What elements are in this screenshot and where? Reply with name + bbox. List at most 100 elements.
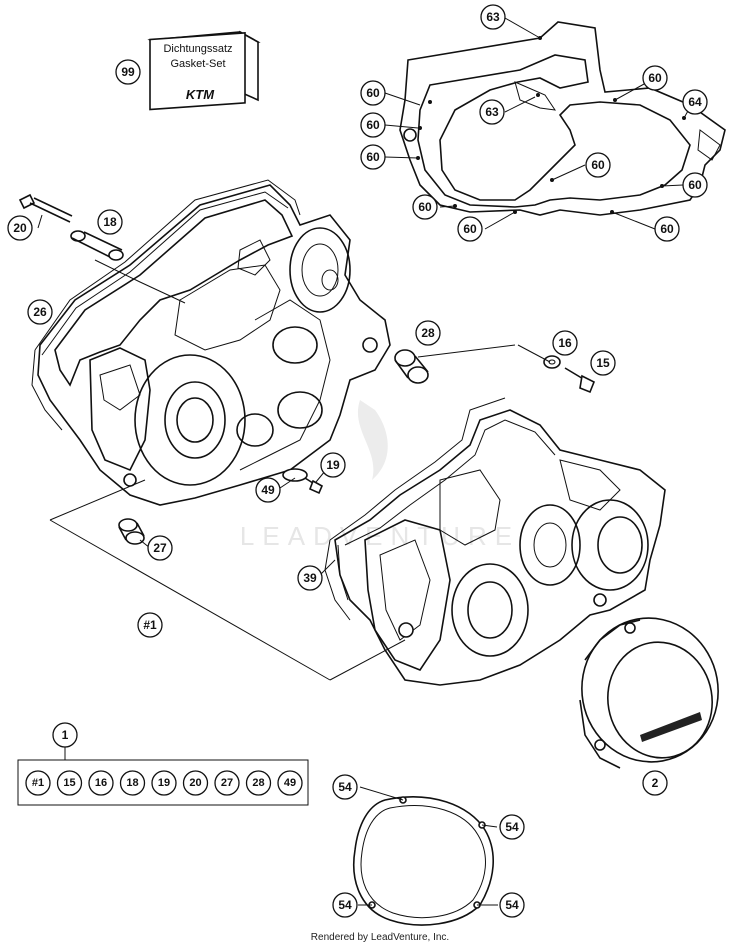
- gasket-set-box[interactable]: Dichtungssatz Gasket-Set KTM: [147, 30, 261, 111]
- callout-c26[interactable]: 26: [27, 299, 53, 325]
- bolt-15[interactable]: [564, 367, 596, 394]
- callout-text-c15: 15: [596, 356, 610, 370]
- callout-text-c2: 2: [652, 776, 659, 790]
- callout-text-c54d: 54: [505, 898, 519, 912]
- callout-c60c[interactable]: 60: [360, 144, 386, 170]
- leader-18: [94, 259, 186, 304]
- callout-text-c18: 18: [103, 215, 117, 229]
- kit-item[interactable]: 20: [182, 770, 209, 796]
- callout-c54d[interactable]: 54: [499, 892, 525, 918]
- kit-item[interactable]: 15: [56, 770, 83, 796]
- callout-c63b[interactable]: 63: [479, 99, 505, 125]
- callout-text-c26: 26: [33, 305, 47, 319]
- callout-text-c19: 19: [326, 458, 340, 472]
- callout-text-c39: 39: [303, 571, 317, 585]
- callout-text-c60h: 60: [463, 222, 477, 236]
- kit-item[interactable]: 19: [151, 770, 177, 796]
- crankcase-assembly-bracket: [49, 344, 516, 681]
- callout-text-c60i: 60: [660, 222, 674, 236]
- leader-15-16: [517, 344, 551, 363]
- ignition-cover-gasket[interactable]: [353, 796, 494, 926]
- ignition-cover[interactable]: [571, 607, 730, 772]
- callout-c60f[interactable]: 60: [682, 172, 708, 198]
- seal-49[interactable]: [282, 468, 308, 482]
- callout-c54a[interactable]: 54: [332, 774, 358, 800]
- callout-c60d[interactable]: 60: [642, 65, 668, 91]
- kit-item[interactable]: #1: [25, 770, 51, 796]
- right-crankcase-half[interactable]: [334, 409, 666, 686]
- kit-item-text: 16: [95, 777, 107, 789]
- callout-leaders: [37, 17, 694, 906]
- callout-text-c27: 27: [153, 541, 167, 555]
- callout-text-c28: 28: [421, 326, 435, 340]
- callout-text-c63a: 63: [486, 10, 500, 24]
- kit-item-text: 15: [63, 777, 75, 789]
- kit-contents-list: #1 15 16 18 19 20 27 28 49: [25, 770, 303, 796]
- bolt-20[interactable]: [18, 193, 73, 223]
- callout-text-c60f: 60: [688, 178, 702, 192]
- callout-c18[interactable]: 18: [97, 209, 123, 235]
- kit-item[interactable]: 49: [277, 770, 303, 796]
- callout-c54c[interactable]: 54: [332, 892, 358, 918]
- callout-c63a[interactable]: 63: [480, 4, 506, 30]
- callout-text-c54c: 54: [338, 898, 352, 912]
- dowel-sleeve-18[interactable]: [70, 230, 124, 261]
- kit-item-text: 19: [158, 777, 170, 789]
- bolt-19[interactable]: [304, 477, 324, 495]
- clutch-cover-gasket[interactable]: [399, 21, 726, 216]
- washer-16[interactable]: [543, 355, 561, 369]
- callout-c1[interactable]: 1: [52, 722, 78, 748]
- kit-item-text: 20: [189, 777, 201, 789]
- kit-item-text: 49: [284, 777, 296, 789]
- callout-text-c60d: 60: [648, 71, 662, 85]
- callout-text-c49: 49: [261, 483, 275, 497]
- callout-text-c54b: 54: [505, 820, 519, 834]
- callout-c2[interactable]: 2: [642, 770, 668, 796]
- callout-c1hash[interactable]: #1: [137, 612, 163, 638]
- kit-item[interactable]: 16: [88, 770, 114, 796]
- callout-text-c64: 64: [688, 95, 702, 109]
- kit-item-text: 27: [221, 777, 233, 789]
- callout-c60a[interactable]: 60: [360, 80, 386, 106]
- watermark-text: LEADVENTURE: [240, 521, 520, 551]
- callout-c27[interactable]: 27: [147, 535, 173, 561]
- callout-c39[interactable]: 39: [297, 565, 323, 591]
- kit-item[interactable]: 28: [245, 770, 272, 796]
- right-case-gasket[interactable]: [324, 397, 506, 621]
- callout-text-c60c: 60: [366, 150, 380, 164]
- callout-c19[interactable]: 19: [320, 452, 346, 478]
- callout-text-c1hash: #1: [143, 618, 157, 632]
- callout-text-c54a: 54: [338, 780, 352, 794]
- left-case-gasket[interactable]: [31, 179, 301, 431]
- callout-c49[interactable]: 49: [255, 477, 281, 503]
- sleeve-27[interactable]: [118, 518, 145, 545]
- callout-c54b[interactable]: 54: [499, 814, 525, 840]
- kit-item[interactable]: 27: [214, 770, 240, 796]
- callout-c60b[interactable]: 60: [360, 112, 386, 138]
- credit-line: Rendered by LeadVenture, Inc.: [311, 932, 449, 943]
- bearing-sleeve-28[interactable]: [394, 349, 429, 384]
- callout-c20[interactable]: 20: [7, 215, 33, 241]
- callout-c28[interactable]: 28: [415, 320, 441, 346]
- callout-c99[interactable]: 99: [115, 59, 141, 85]
- callout-text-c60b: 60: [366, 118, 380, 132]
- kit-item-text: #1: [32, 777, 44, 789]
- callout-text-c1: 1: [62, 728, 69, 742]
- callout-c64[interactable]: 64: [682, 89, 708, 115]
- callout-labels: 63 60 60 60 60 63 64 60 60 60 60 60 20 18 26 28 16 15 19 49…: [7, 4, 708, 918]
- callout-text-c60g: 60: [418, 200, 432, 214]
- callout-c60e[interactable]: 60: [585, 152, 611, 178]
- kit-item[interactable]: 18: [119, 770, 146, 796]
- callout-text-c16: 16: [558, 336, 572, 350]
- callout-c60g[interactable]: 60: [412, 194, 438, 220]
- callout-text-c60a: 60: [366, 86, 380, 100]
- callout-c16[interactable]: 16: [552, 330, 578, 356]
- callout-c15[interactable]: 15: [590, 350, 616, 376]
- callout-c60h[interactable]: 60: [457, 216, 483, 242]
- brand-logo: KTM: [186, 87, 215, 102]
- gasket-set-line1: Dichtungssatz: [163, 43, 232, 55]
- callout-c60i[interactable]: 60: [654, 216, 680, 242]
- left-crankcase-half[interactable]: [37, 184, 391, 506]
